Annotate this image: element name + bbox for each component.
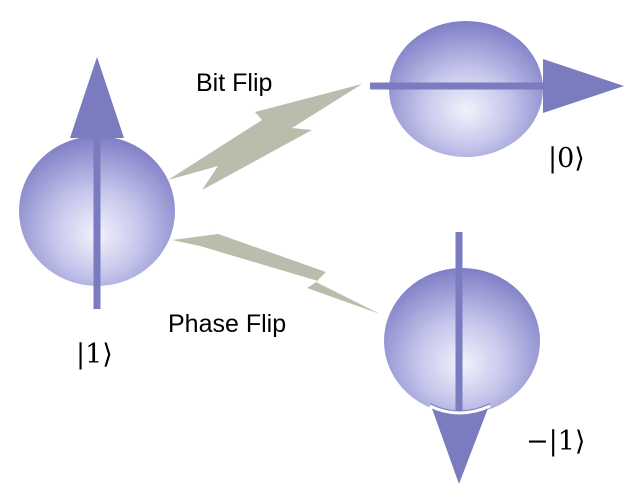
bit-flip-bolt [168, 84, 362, 190]
initial-state-ket: |1⟩ [76, 339, 113, 370]
bit-flip-result-sphere [370, 21, 624, 157]
right-arrow-icon [543, 59, 624, 113]
phase-flip-result-ket: −|1⟩ [526, 426, 585, 457]
down-arrow-icon [430, 403, 490, 484]
bit-flip-label: Bit Flip [196, 69, 272, 97]
arrow-gap-highlight [429, 404, 491, 415]
up-arrow-icon [70, 57, 124, 138]
phase-flip-result-sphere [384, 232, 540, 484]
bit-flip-result-ket: |0⟩ [548, 143, 585, 174]
initial-state-sphere [19, 57, 175, 309]
phase-flip-label: Phase Flip [168, 310, 286, 338]
phase-flip-bolt [172, 230, 380, 314]
